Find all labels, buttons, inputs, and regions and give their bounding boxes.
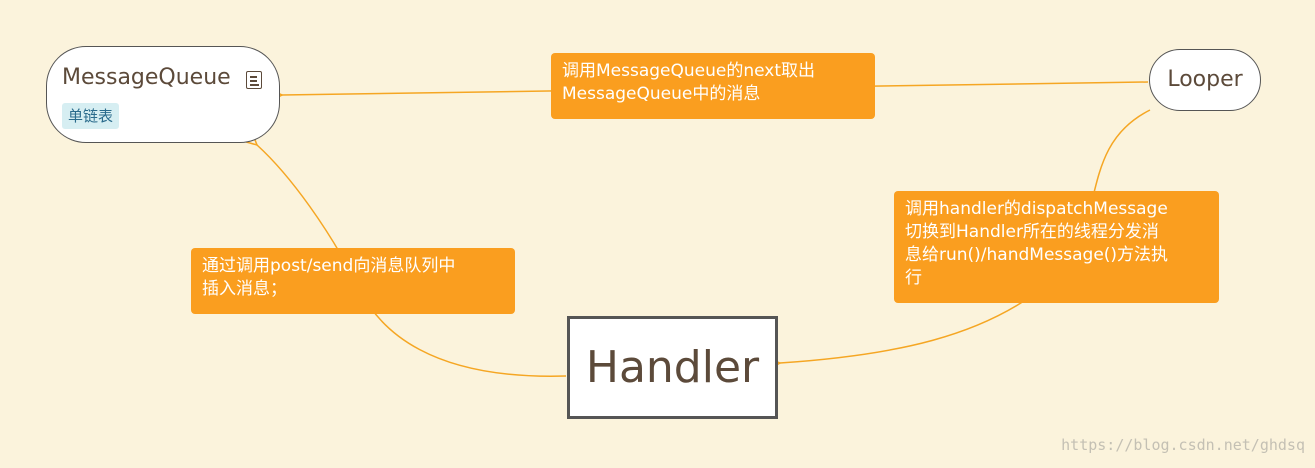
label-looper-to-handler: 调用handler的dispatchMessage 切换到Handler所在的线…	[894, 191, 1219, 303]
note-icon[interactable]	[246, 71, 262, 89]
looper-title: Looper	[1167, 67, 1243, 92]
handler-title: Handler	[585, 342, 760, 393]
message-queue-title: MessageQueue	[62, 65, 231, 90]
handler-node[interactable]: Handler	[567, 316, 778, 419]
label-handler-to-queue: 通过调用post/send向消息队列中 插入消息；	[191, 248, 515, 314]
message-queue-tag: 单链表	[62, 103, 120, 129]
looper-node[interactable]: Looper	[1149, 49, 1261, 111]
watermark: https://blog.csdn.net/ghdsq	[1061, 436, 1305, 454]
message-queue-node[interactable]: MessageQueue 单链表	[46, 46, 280, 143]
label-looper-to-queue: 调用MessageQueue的next取出 MessageQueue中的消息	[551, 53, 875, 119]
